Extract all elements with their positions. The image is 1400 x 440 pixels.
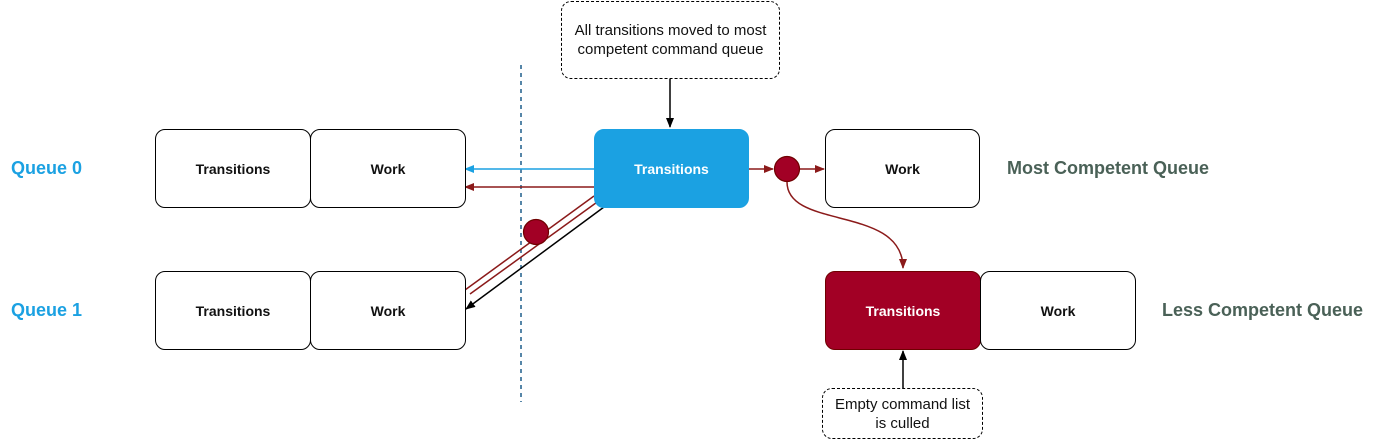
less-competent-transitions-box: Transitions — [825, 271, 981, 350]
most-competent-work-text: Work — [885, 160, 920, 177]
arrow-red-to-queue1-b — [469, 199, 601, 295]
arrow-black-to-queue1 — [465, 206, 605, 310]
center-transitions-text: Transitions — [634, 160, 709, 177]
center-transitions-box: Transitions — [594, 129, 749, 208]
queue0-work-text: Work — [370, 160, 406, 177]
most-competent-work-box: Work — [825, 129, 980, 208]
queue1-transitions-text: Transitions — [195, 302, 271, 319]
top-note: All transitions moved to most competent … — [561, 1, 780, 79]
less-competent-label: Less Competent Queue — [1162, 300, 1364, 320]
queue0-label: Queue 0 — [11, 158, 83, 178]
arrow-dot-to-less-transitions — [786, 181, 907, 269]
queue0-transitions-box: Transitions — [155, 129, 311, 208]
queue1-transitions-box: Transitions — [155, 271, 311, 350]
less-competent-transitions-text: Transitions — [865, 302, 941, 319]
bottom-note: Empty command list is culled — [822, 388, 983, 439]
queue1-label: Queue 1 — [11, 300, 83, 320]
less-competent-work-box: Work — [980, 271, 1136, 350]
bottom-note-text: Empty command list is culled — [834, 395, 971, 432]
queue0-work-box: Work — [310, 129, 466, 208]
top-note-text: All transitions moved to most competent … — [574, 22, 767, 58]
red-dot-right — [773, 155, 801, 183]
most-competent-label: Most Competent Queue — [1007, 158, 1210, 178]
queue1-work-box: Work — [310, 271, 466, 350]
queue0-transitions-text: Transitions — [195, 160, 271, 177]
less-competent-work-text: Work — [1040, 302, 1076, 319]
red-dot-diagonal — [522, 218, 550, 246]
queue1-work-text: Work — [370, 302, 406, 319]
